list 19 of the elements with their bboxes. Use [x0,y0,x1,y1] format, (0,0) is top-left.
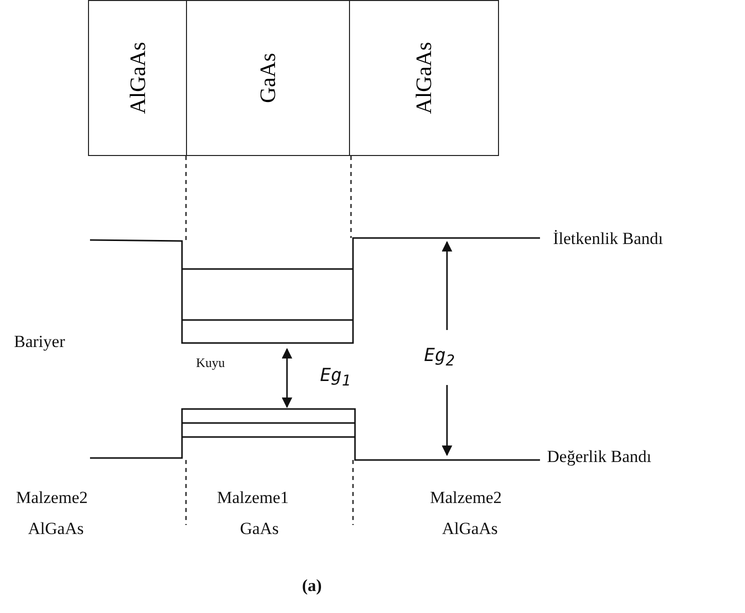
layer-box [349,0,499,156]
figure-caption: (a) [302,576,322,596]
band-label: İletkenlik Bandı [553,229,664,249]
layer-label: GaAs [255,52,281,104]
material-label: Malzeme1 [217,488,289,508]
material-label: Malzeme2 [16,488,88,508]
layer-box [88,0,187,156]
layer-label: AlGaAs [411,42,437,114]
region-label: Bariyer [14,332,65,352]
layer-box [186,0,350,156]
material-label: Malzeme2 [430,488,502,508]
material-formula: AlGaAs [28,519,84,539]
layer-label: AlGaAs [124,42,150,114]
region-label: Kuyu [196,355,225,371]
material-formula: GaAs [240,519,279,539]
material-formula: AlGaAs [442,519,498,539]
energy-gap-label: Eg$_{1}$ [320,365,351,390]
band-label: Değerlik Bandı [547,447,652,467]
energy-gap-label: Eg$_{2}$ [424,345,455,370]
